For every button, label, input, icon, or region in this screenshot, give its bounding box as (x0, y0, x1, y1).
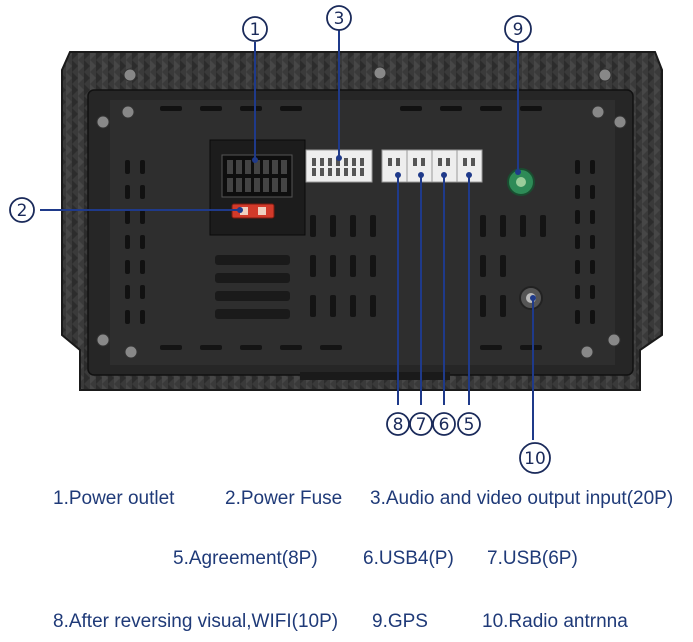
audio-video-connector (305, 149, 373, 183)
callout-5: 5 (457, 412, 481, 436)
rear-panel (87, 89, 634, 376)
svg-text:6: 6 (439, 415, 450, 435)
svg-text:2: 2 (17, 201, 28, 221)
svg-text:5: 5 (464, 415, 475, 435)
callout-6: 6 (432, 412, 456, 436)
svg-text:7: 7 (416, 415, 427, 435)
center-vent-grid (160, 215, 546, 350)
top-vent-slots (160, 106, 542, 111)
svg-text:8: 8 (393, 415, 404, 435)
callout-2: 2 (9, 197, 35, 223)
callout-8: 8 (386, 412, 410, 436)
legend-agreement: 5.Agreement(8P) (173, 548, 318, 569)
gps-connector-icon (507, 168, 535, 196)
legend-radio-antenna: 10.Radio antrnna (482, 611, 628, 632)
leader-dots (237, 155, 536, 301)
svg-text:3: 3 (334, 9, 345, 29)
legend-power-fuse: 2.Power Fuse (225, 488, 343, 509)
svg-text:1: 1 (250, 20, 261, 40)
legend-reversing-wifi: 8.After reversing visual,WIFI(10P) (53, 611, 339, 632)
power-outlet-connector (209, 139, 306, 236)
leader-lines (40, 30, 534, 440)
fuse-icon (231, 203, 275, 219)
screw-icon (96, 66, 627, 359)
legend-usb6: 7.USB(6P) (487, 548, 578, 569)
callout-7: 7 (409, 412, 433, 436)
heatsink-fins (215, 255, 290, 319)
right-vent-slots (575, 160, 595, 324)
legend-power-outlet: 1.Power outlet (53, 488, 175, 509)
left-vent-slots (125, 160, 145, 324)
legend-gps: 9.GPS (372, 611, 428, 632)
bottom-label-bar (300, 372, 450, 380)
callout-1: 1 (242, 16, 268, 42)
svg-text:10: 10 (524, 449, 546, 469)
callout-3: 3 (326, 5, 352, 31)
svg-text:9: 9 (513, 20, 524, 40)
callout-10: 10 (519, 442, 551, 474)
callout-9: 9 (504, 15, 532, 43)
legend-usb4: 6.USB4(P) (363, 548, 454, 569)
legend-audio-video: 3.Audio and video output input(20P) (370, 488, 674, 509)
